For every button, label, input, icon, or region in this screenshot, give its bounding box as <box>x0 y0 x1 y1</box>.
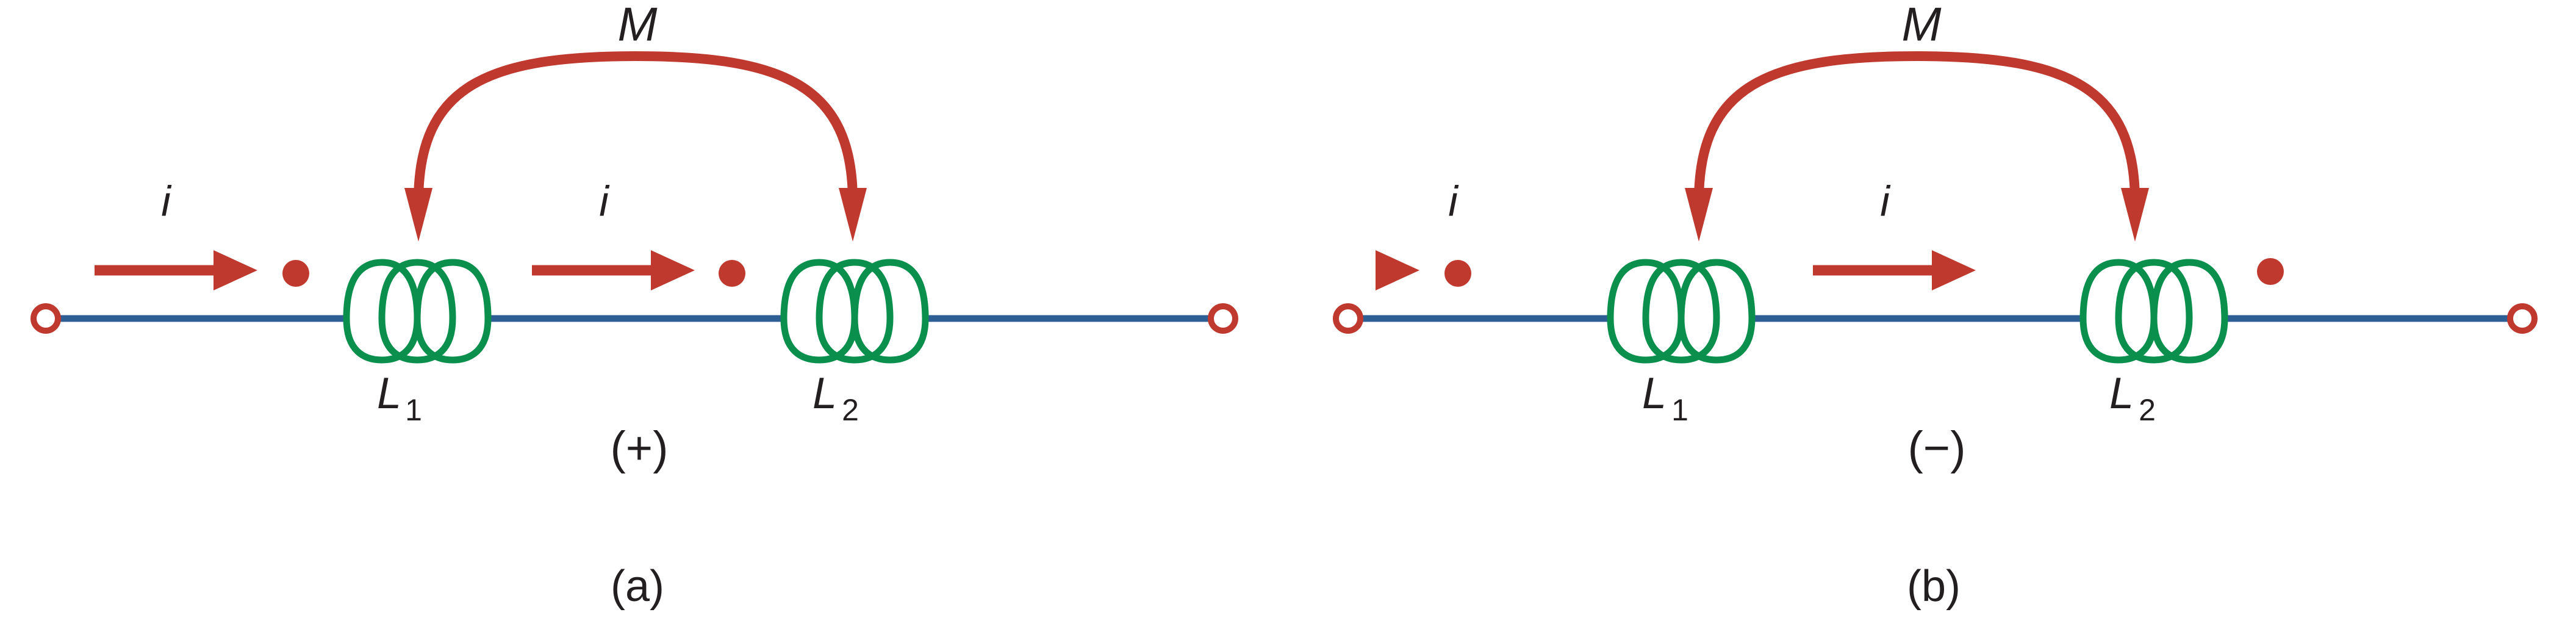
terminal-right[interactable] <box>2507 303 2538 334</box>
sign-label: (−) <box>1908 422 1966 474</box>
inductor-label-l1-subscript: 1 <box>1671 393 1688 427</box>
inductor-coil-l2 <box>2079 259 2228 364</box>
mutual-coupling-arc <box>1685 51 2149 242</box>
terminal-left[interactable] <box>1333 303 1363 334</box>
current-arrow-left <box>1376 250 1419 290</box>
mutual-arrowhead-right <box>2121 188 2149 242</box>
mutual-arrowhead-right <box>839 188 867 242</box>
terminal-left[interactable] <box>30 303 61 334</box>
current-label-right: i <box>599 177 610 225</box>
current-arrow-right <box>532 250 695 290</box>
inductor-coil-l1 <box>1607 259 1756 364</box>
polarity-dot-l1 <box>1444 260 1471 287</box>
inductor-coil-l1 <box>343 259 492 364</box>
current-label-left: i <box>161 177 172 225</box>
inductor-label-l2-subscript: 2 <box>842 393 859 427</box>
current-label-left: i <box>1448 177 1459 225</box>
sign-label: (+) <box>611 422 669 474</box>
polarity-dot-l1 <box>282 260 309 287</box>
inductor-label-l2: L <box>2109 369 2134 418</box>
mutual-arrowhead-left <box>1685 188 1713 242</box>
mutual-inductance-label: M <box>1902 0 1942 51</box>
mutual-inductance-label: M <box>618 0 658 51</box>
mutual-arrowhead-left <box>404 188 432 242</box>
inductor-label-l1: L <box>377 369 401 418</box>
current-arrow-right <box>1813 250 1976 290</box>
panel-b: M i i L 1 L 2 (−) (b) <box>1333 0 2538 611</box>
panel-caption-a: (a) <box>611 562 664 611</box>
inductor-label-l2-subscript: 2 <box>2139 393 2156 427</box>
current-label-right: i <box>1880 177 1891 225</box>
panel-a: M i i L 1 L 2 (+) (a) <box>30 0 1238 611</box>
inductor-label-l1-subscript: 1 <box>405 393 422 427</box>
panel-caption-b: (b) <box>1907 562 1961 611</box>
polarity-dot-l2 <box>2257 258 2284 285</box>
inductor-label-l1: L <box>1642 369 1667 418</box>
inductor-coil-l2 <box>780 259 929 364</box>
terminal-right[interactable] <box>1208 303 1238 334</box>
polarity-dot-l2 <box>719 260 745 287</box>
current-arrow-left <box>95 250 257 290</box>
inductor-label-l2: L <box>813 369 837 418</box>
mutual-coupling-arc <box>404 51 867 242</box>
